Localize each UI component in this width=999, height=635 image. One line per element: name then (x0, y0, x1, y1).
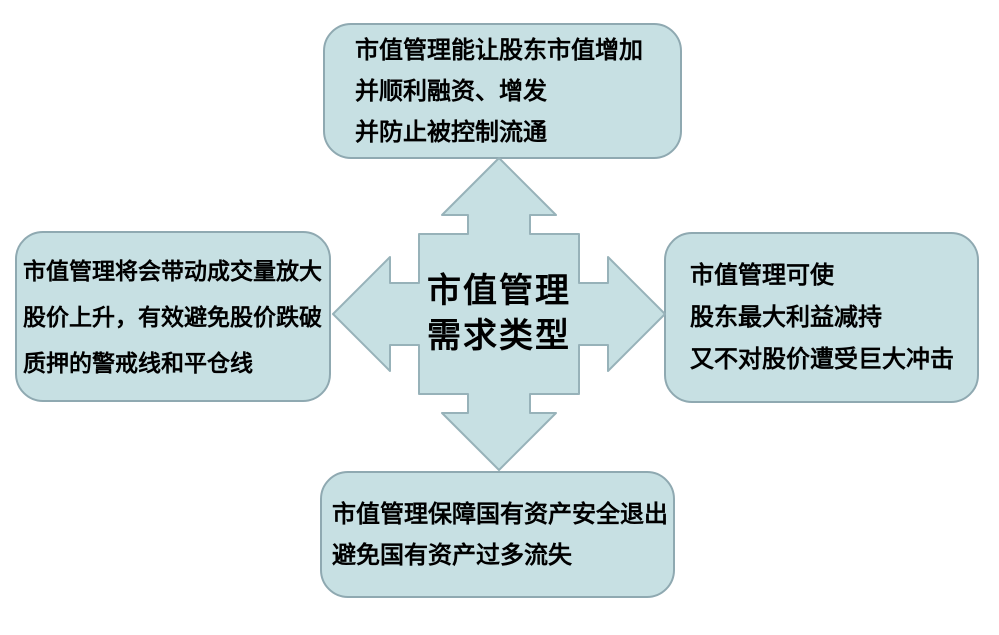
node-right-line-2: 股东最大利益减持 (690, 303, 882, 331)
center-label-line-2: 需求类型 (427, 317, 571, 355)
node-top-line-2: 并顺利融资、增发 (355, 77, 547, 105)
quad-arrow-path (332, 157, 666, 471)
node-right: 市值管理可使 股东最大利益减持 又不对股价遭受巨大冲击 (664, 232, 979, 403)
center-label-line-1: 市值管理 (427, 272, 571, 310)
node-top: 市值管理能让股东市值增加 并顺利融资、增发 并防止被控制流通 (323, 23, 682, 159)
node-top-line-1: 市值管理能让股东市值增加 (355, 36, 643, 64)
node-left: 市值管理将会带动成交量放大 股价上升，有效避免股价跌破 质押的警戒线和平仓线 (15, 231, 331, 402)
node-bottom: 市值管理保障国有资产安全退出 避免国有资产过多流失 (320, 471, 675, 598)
quad-arrow-shape (331, 156, 667, 472)
node-left-line-3: 质押的警戒线和平仓线 (23, 349, 253, 376)
node-left-line-1: 市值管理将会带动成交量放大 (23, 257, 322, 284)
node-bottom-line-2: 避免国有资产过多流失 (332, 541, 572, 569)
node-right-line-3: 又不对股价遭受巨大冲击 (690, 345, 954, 373)
center-label: 市值管理 需求类型 (331, 156, 667, 472)
node-left-line-2: 股价上升，有效避免股价跌破 (23, 303, 322, 330)
node-bottom-line-1: 市值管理保障国有资产安全退出 (332, 500, 668, 528)
quad-arrow-svg (332, 157, 666, 471)
node-right-line-1: 市值管理可使 (690, 261, 834, 289)
node-top-line-3: 并防止被控制流通 (355, 118, 547, 146)
